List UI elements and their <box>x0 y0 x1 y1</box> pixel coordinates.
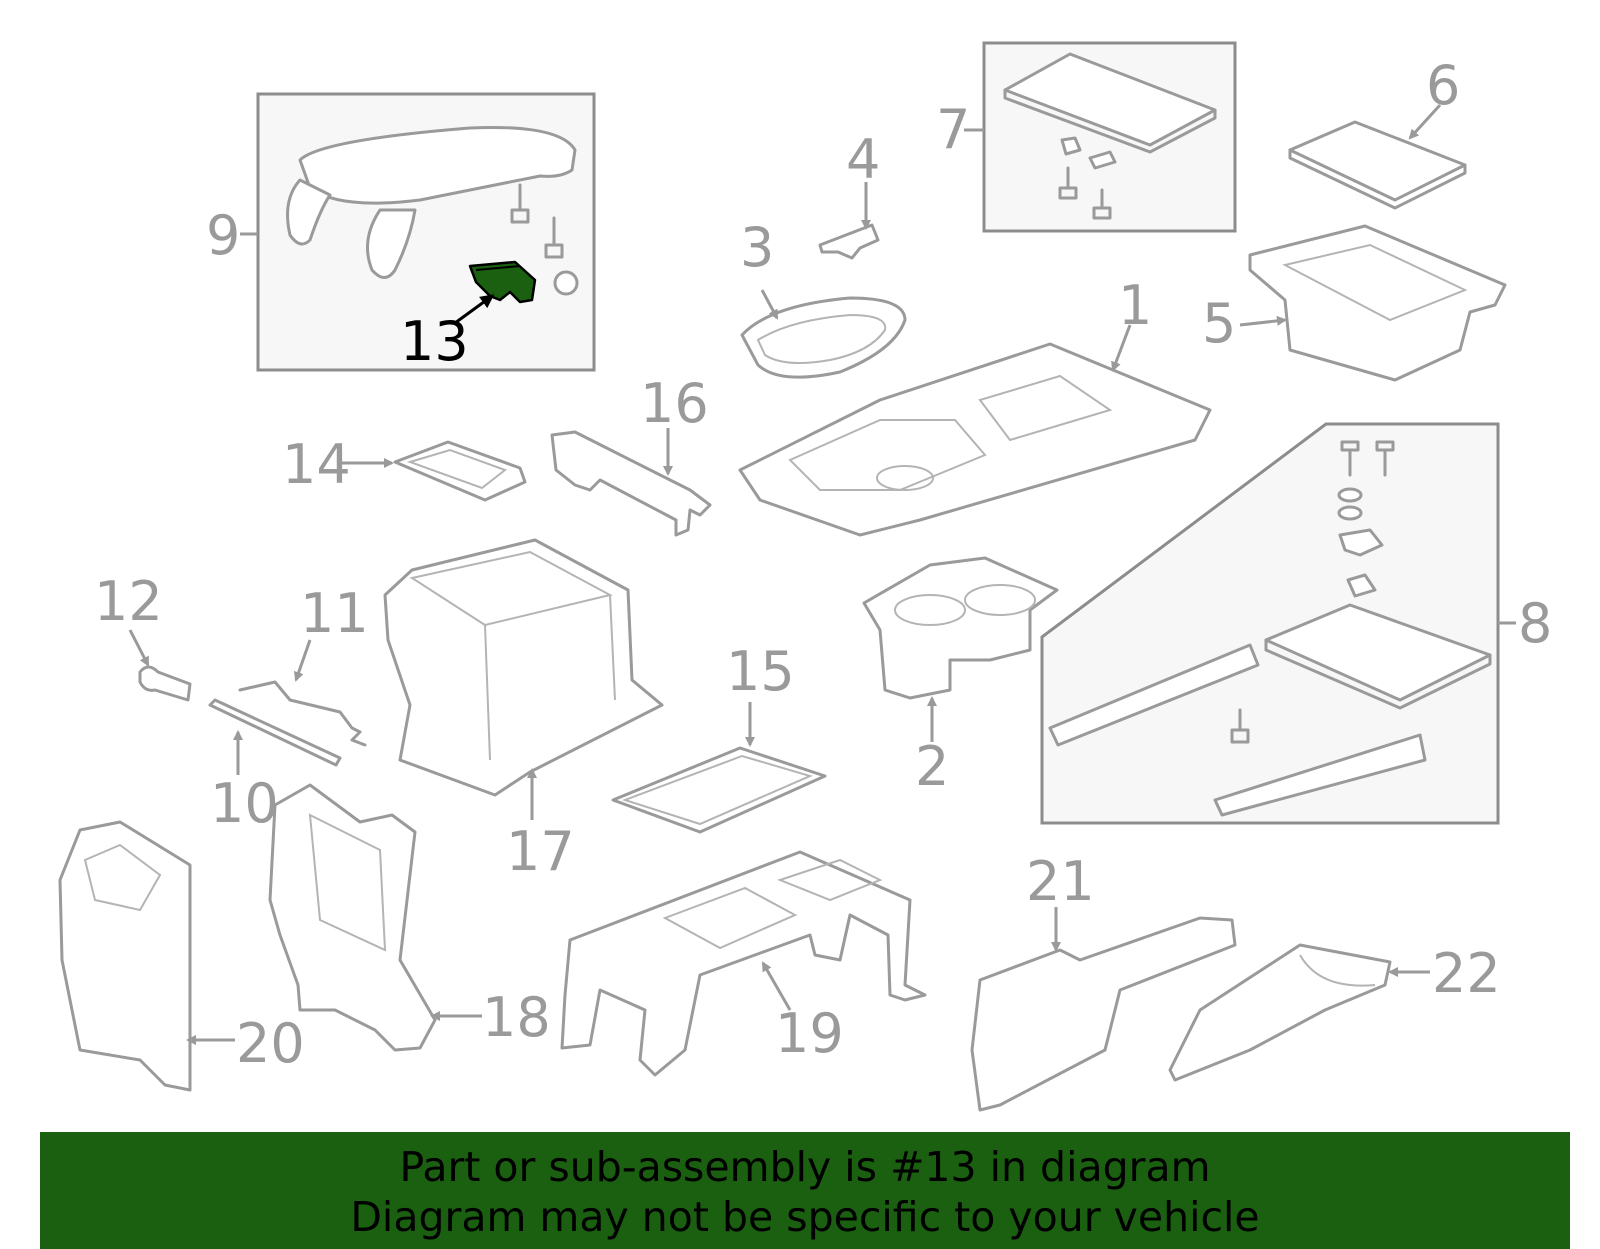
part-3[interactable] <box>740 289 907 379</box>
part-10[interactable] <box>208 698 342 775</box>
label-part-19: 19 <box>775 1002 844 1065</box>
label-part-2: 2 <box>915 735 949 798</box>
part-4[interactable] <box>818 182 880 260</box>
label-part-15: 15 <box>726 640 795 703</box>
label-part-18: 18 <box>482 986 551 1049</box>
part-22[interactable] <box>1168 943 1430 1082</box>
part-6[interactable] <box>1288 103 1467 210</box>
part-18[interactable] <box>268 783 482 1052</box>
part-14[interactable] <box>340 440 527 502</box>
part-12[interactable] <box>128 629 192 702</box>
label-part-21: 21 <box>1026 850 1095 913</box>
group-box-9 <box>240 92 596 372</box>
part-labels: 1 2 3 4 5 6 7 8 9 10 11 12 13 14 15 16 1… <box>94 54 1552 1075</box>
group-box-8 <box>1040 422 1516 825</box>
label-part-5: 5 <box>1202 292 1236 355</box>
label-part-13: 13 <box>400 310 469 373</box>
banner-line-2: Diagram may not be specific to your vehi… <box>350 1193 1260 1241</box>
group-box-7 <box>964 41 1237 233</box>
part-17[interactable] <box>383 538 664 820</box>
part-1[interactable] <box>738 324 1212 537</box>
label-part-7: 7 <box>936 98 970 161</box>
label-part-14: 14 <box>282 433 351 496</box>
info-banner: Part or sub-assembly is #13 in diagram D… <box>40 1132 1570 1249</box>
label-part-3: 3 <box>740 216 774 279</box>
label-part-17: 17 <box>506 820 575 883</box>
label-part-12: 12 <box>94 570 163 633</box>
label-part-4: 4 <box>846 128 880 191</box>
part-2[interactable] <box>862 556 1059 742</box>
label-part-20: 20 <box>236 1012 305 1075</box>
label-part-10: 10 <box>210 772 279 835</box>
label-part-6: 6 <box>1426 54 1460 117</box>
part-16[interactable] <box>550 428 712 537</box>
label-part-22: 22 <box>1432 942 1501 1005</box>
part-5[interactable] <box>1239 224 1507 382</box>
label-part-16: 16 <box>640 372 709 435</box>
part-19[interactable] <box>560 850 927 1077</box>
part-21[interactable] <box>970 907 1237 1112</box>
part-15[interactable] <box>611 702 827 834</box>
label-part-8: 8 <box>1518 592 1552 655</box>
part-11[interactable] <box>238 639 367 747</box>
part-20[interactable] <box>58 820 235 1092</box>
banner-line-1: Part or sub-assembly is #13 in diagram <box>399 1143 1211 1191</box>
label-part-9: 9 <box>206 204 240 267</box>
label-part-1: 1 <box>1118 274 1152 337</box>
part-13-highlighted[interactable] <box>468 260 537 304</box>
label-part-11: 11 <box>300 582 369 645</box>
